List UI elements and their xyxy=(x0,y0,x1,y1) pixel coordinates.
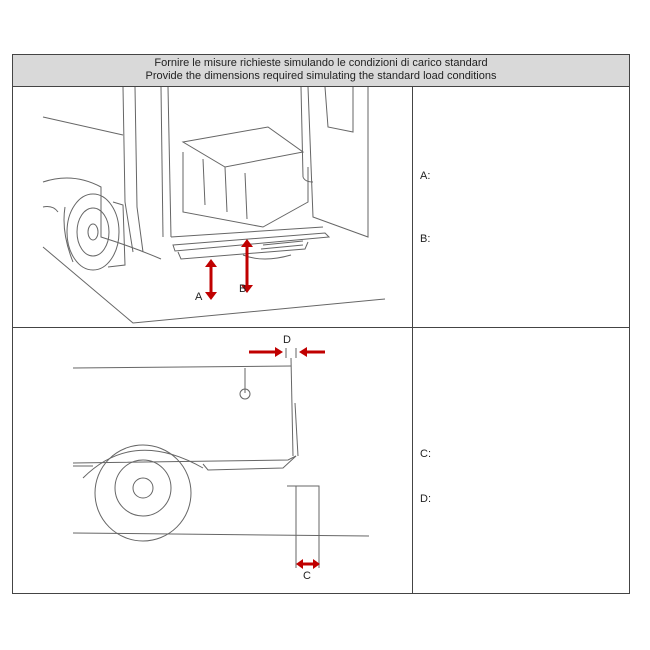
header-line-italian: Fornire le misure richieste simulando le… xyxy=(154,57,488,69)
measure-arrow-d xyxy=(249,347,325,357)
van-side-profile-drawing: D C xyxy=(72,334,370,582)
row1-answer-cell: A: B: xyxy=(413,87,629,327)
rear-wheel-icon xyxy=(63,193,126,271)
side-profile-illustration-cell: D C xyxy=(13,328,413,593)
measure-arrow-c xyxy=(296,559,320,569)
row-rear-step: A B A: B: xyxy=(13,87,629,328)
row2-answer-cell: C: D: xyxy=(413,328,629,593)
measure-arrow-a xyxy=(205,259,217,300)
row-side-profile: D C C: D: xyxy=(13,328,629,593)
label-d: D xyxy=(283,334,291,346)
rear-step-illustration-cell: A B xyxy=(13,87,413,327)
header-line-english: Provide the dimensions required simulati… xyxy=(145,70,497,82)
label-a: A xyxy=(195,291,203,303)
label-b: B xyxy=(239,283,246,295)
measurement-table: Fornire le misure richieste simulando le… xyxy=(12,54,630,594)
side-wheel-icon xyxy=(94,444,192,542)
van-rear-step-drawing: A B xyxy=(42,87,386,324)
answer-c-field[interactable]: C: xyxy=(420,448,431,460)
answer-b-field[interactable]: B: xyxy=(420,233,431,245)
answer-d-field[interactable]: D: xyxy=(420,493,431,505)
measure-arrow-b xyxy=(241,239,253,293)
answer-a-field[interactable]: A: xyxy=(420,170,431,182)
table-header: Fornire le misure richieste simulando le… xyxy=(13,55,629,87)
label-c: C xyxy=(303,570,311,582)
